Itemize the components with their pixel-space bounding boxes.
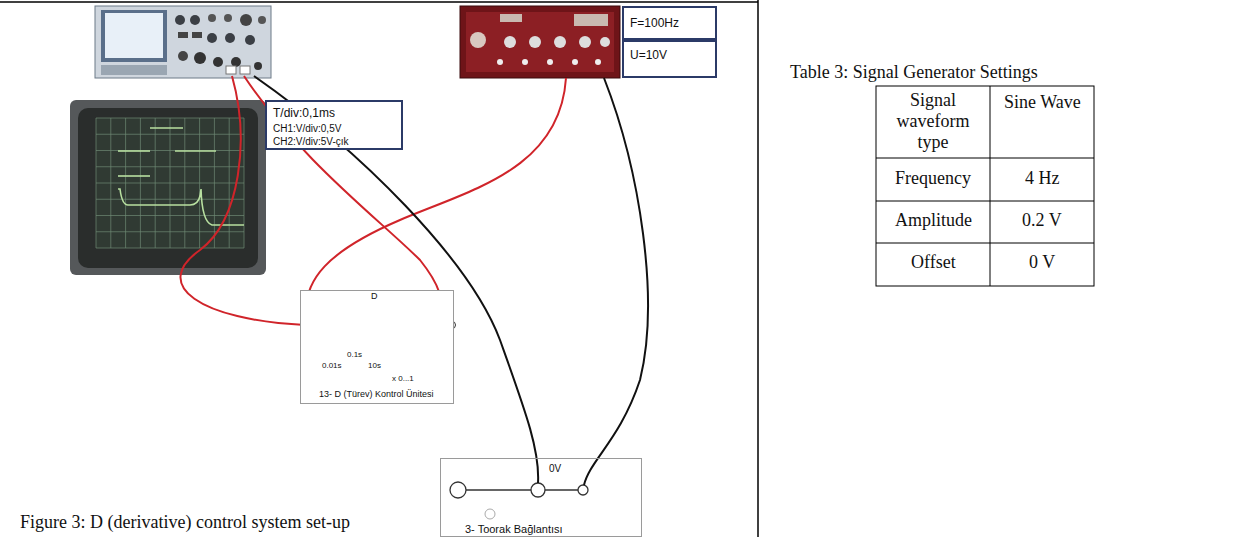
table-cell: 0 V <box>1029 252 1055 273</box>
setting-label: 0.1s <box>347 350 362 359</box>
settings-table-grid <box>876 86 1094 286</box>
settings-label-box: T/div:0,1msCH1:V/div:0,5V CH2:V/div:5V-çı… <box>265 100 403 150</box>
settings-label-box: F=100Hz <box>622 6 717 40</box>
table-cell: Sine Wave <box>1004 92 1081 113</box>
setting-label: 10s <box>368 361 381 370</box>
setting-label: x 0...1 <box>392 374 414 383</box>
frame-line <box>0 1 758 3</box>
node-text: CH1:V/div:0,5V <box>273 123 341 134</box>
table-cell: Frequency <box>895 168 971 189</box>
table-cell: Offset <box>911 252 956 273</box>
oscilloscope-screen <box>70 100 266 275</box>
table-title: Table 3: Signal Generator Settings <box>790 62 1038 83</box>
table-cell: Amplitude <box>895 210 972 231</box>
figure-caption: Figure 3: D (derivative) control system … <box>20 512 350 533</box>
signal-generator-device <box>460 6 620 78</box>
node-text: CH2:V/div:5V-çık <box>273 136 349 147</box>
node-text: U=10V <box>630 48 667 62</box>
node-text: 0V <box>549 463 561 474</box>
node-text: 3- Toorak Bağlantısı <box>465 523 563 535</box>
ground-unit-internals <box>450 482 588 519</box>
table-cell: 4 Hz <box>1025 168 1060 189</box>
derivative-control-unit: D 13- D (Türev) Kontrol Ünitesi <box>300 290 454 404</box>
wire <box>254 76 538 483</box>
node-text: D <box>371 291 378 301</box>
node-text: F=100Hz <box>630 16 679 30</box>
frame-line <box>757 0 759 537</box>
wire <box>244 76 442 321</box>
ground-connection-unit: 0V 3- Toorak Bağlantısı <box>440 458 642 537</box>
node-text: T/div:0,1ms <box>273 106 335 120</box>
setting-label: 0.01s <box>322 361 342 370</box>
wire <box>584 78 648 485</box>
oscilloscope-device <box>95 6 271 78</box>
table-cell: Signal waveform type <box>883 90 983 153</box>
node-text: 13- D (Türev) Kontrol Ünitesi <box>319 389 434 399</box>
table-cell: 0.2 V <box>1022 210 1062 231</box>
settings-label-box: U=10V <box>622 40 717 78</box>
